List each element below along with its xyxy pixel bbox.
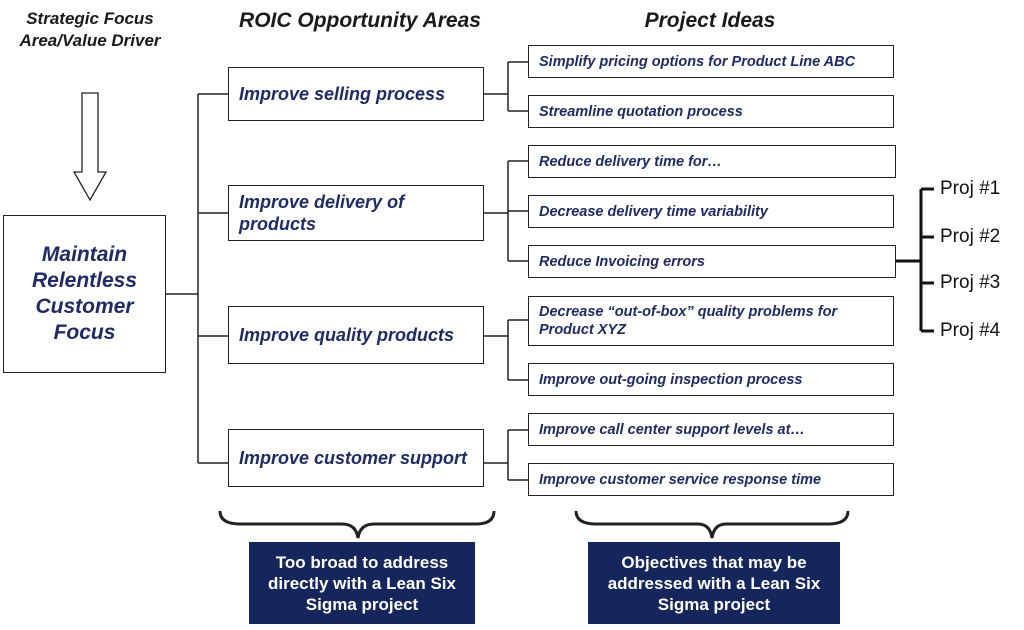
header-project-ideas: Project Ideas [644,9,776,32]
idea-box-call-center: Improve call center support levels at… [528,413,894,446]
idea-box-delivery-time: Reduce delivery time for… [528,145,896,178]
left-brace [218,510,496,539]
root-label: Maintain Relentless Customer Focus [31,243,138,344]
area-box-quality: Improve quality products [228,306,484,364]
idea-label: Improve call center support levels at… [539,421,805,438]
root-box: Maintain Relentless Customer Focus [3,215,166,373]
idea-label: Simplify pricing options for Product Lin… [539,53,856,70]
idea-label: Decrease “out-of-box” quality problems f… [539,304,838,338]
idea-label: Improve out-going inspection process [539,371,803,388]
project-label: Proj #2 [940,226,1001,247]
header-strategic-focus: Strategic Focus Area/Value Driver [19,9,161,50]
idea-box-response-time: Improve customer service response time [528,463,894,496]
area-box-delivery: Improve delivery of products [228,185,484,241]
area-box-support: Improve customer support [228,429,484,487]
idea-box-quotation: Streamline quotation process [528,95,894,128]
project-label: Proj #4 [940,320,1001,341]
idea-label: Streamline quotation process [539,103,743,120]
header-roic-areas: ROIC Opportunity Areas [239,9,481,32]
idea-label: Decrease delivery time variability [539,203,768,220]
idea-label: Reduce delivery time for… [539,153,722,170]
idea-box-inspection: Improve out-going inspection process [528,363,894,396]
area-box-selling: Improve selling process [228,67,484,121]
idea-label: Improve customer service response time [539,471,822,488]
idea-label: Reduce Invoicing errors [539,253,705,270]
area-label: Improve selling process [239,84,446,104]
idea-box-invoicing: Reduce Invoicing errors [528,245,896,278]
right-brace [574,510,850,539]
idea-box-pricing: Simplify pricing options for Product Lin… [528,45,894,78]
note-objectives-text: Objectives that may be addressed with a … [607,552,821,614]
down-arrow-icon [72,92,108,202]
idea-box-out-of-box: Decrease “out-of-box” quality problems f… [528,296,894,346]
note-objectives: Objectives that may be addressed with a … [588,542,840,624]
project-label: Proj #3 [940,272,1001,293]
note-too-broad-text: Too broad to address directly with a Lea… [267,552,456,614]
note-too-broad: Too broad to address directly with a Lea… [249,542,475,624]
project-label: Proj #1 [940,178,1001,199]
idea-box-delivery-variability: Decrease delivery time variability [528,195,894,228]
area-label: Improve delivery of products [239,192,405,234]
area-label: Improve quality products [239,325,455,345]
area-label: Improve customer support [239,448,468,468]
